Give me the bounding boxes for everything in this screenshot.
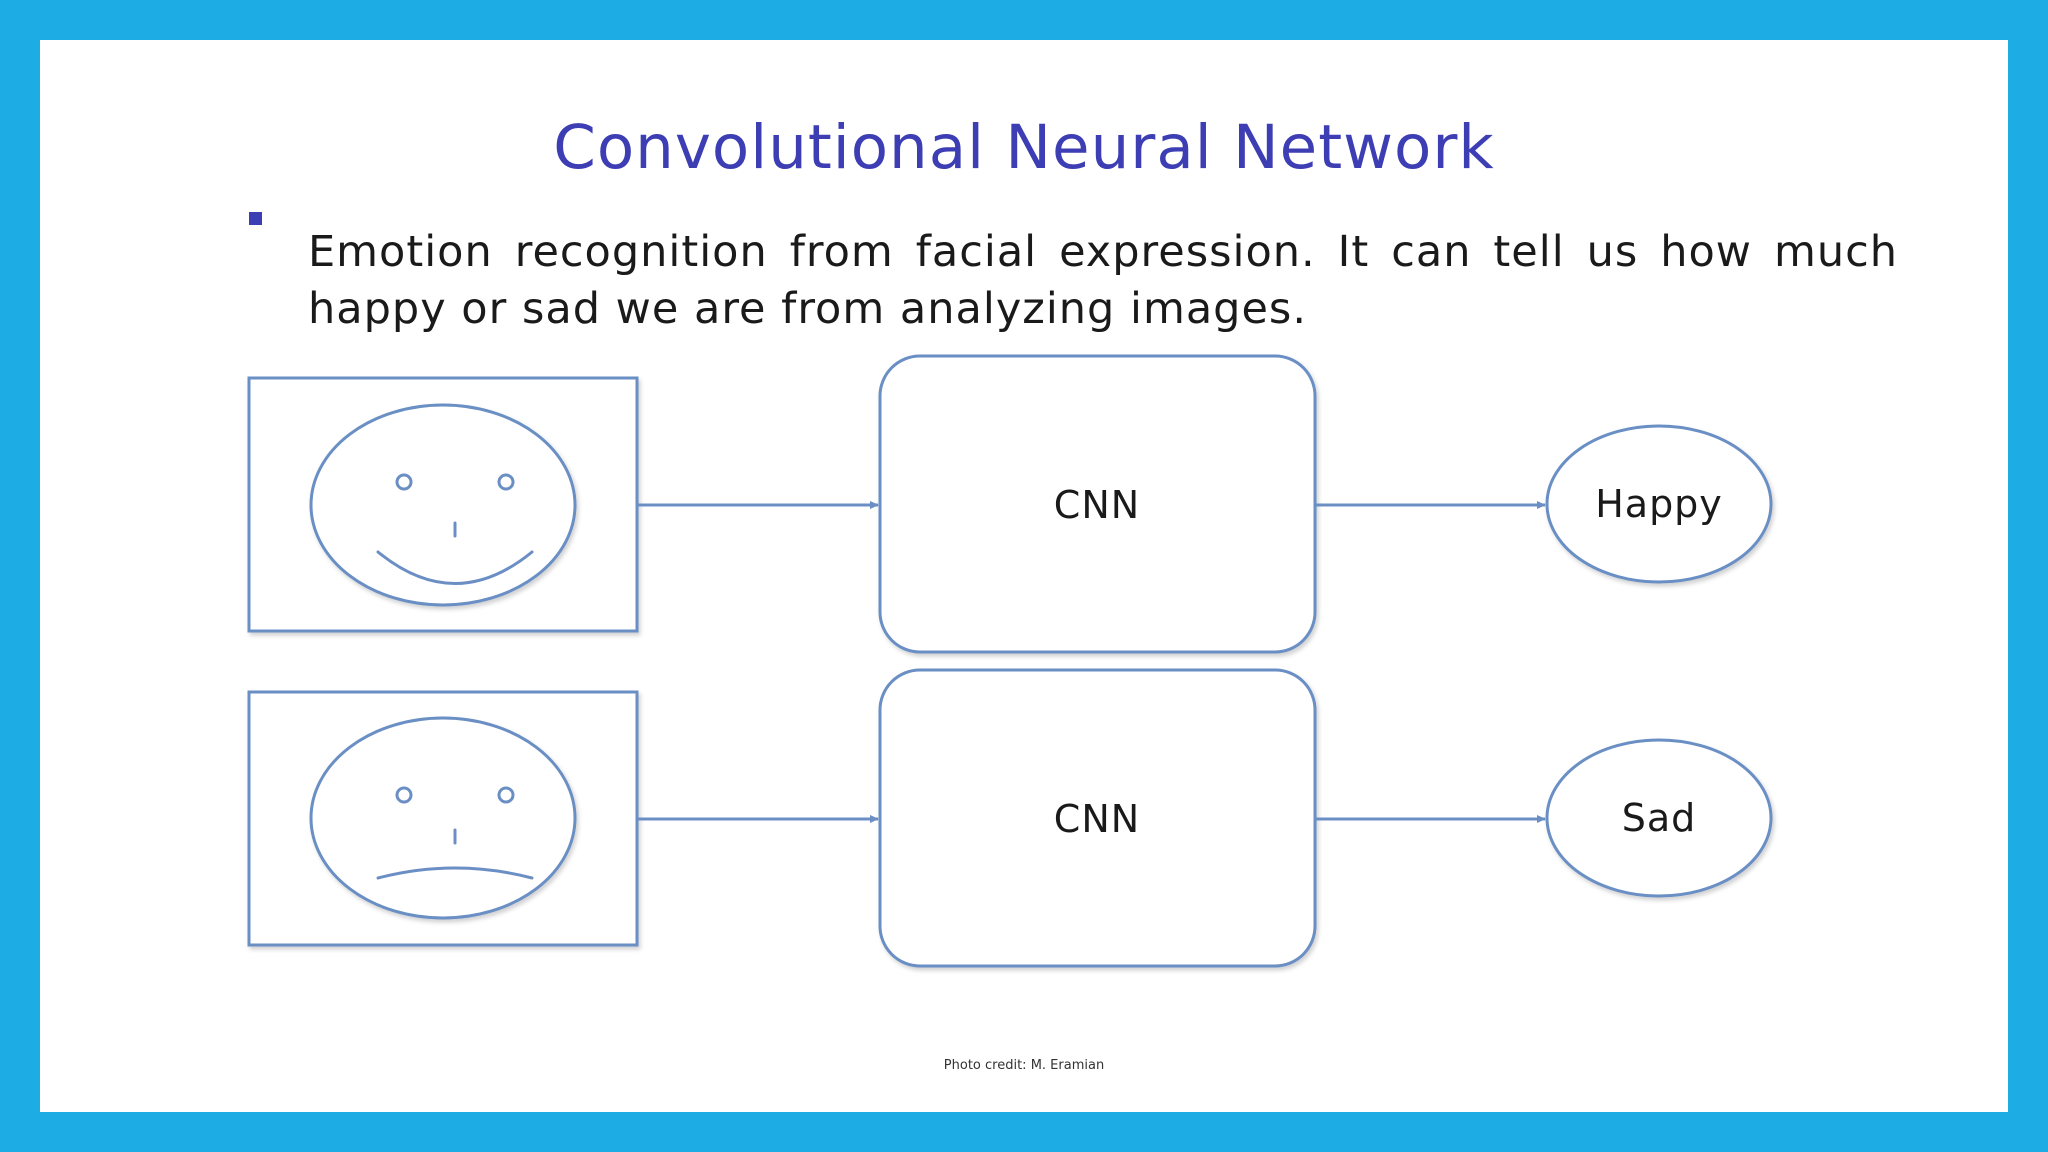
slide-title: Convolutional Neural Network xyxy=(553,112,1495,183)
sad-face-icon xyxy=(309,716,577,920)
output-node xyxy=(1545,424,1773,584)
output-label-happy: Happy xyxy=(1595,482,1723,526)
bullet-text: Emotion recognition from facial expressi… xyxy=(308,227,1898,334)
bullet-marker xyxy=(249,212,262,225)
happy-face-icon xyxy=(309,403,577,607)
slide: Convolutional Neural Network Emotion rec… xyxy=(40,40,2008,1112)
output-node xyxy=(1545,738,1773,898)
diagram-row-happy: CNN Happy xyxy=(247,354,1773,654)
cnn-diagram: CNN Happy CNN xyxy=(247,354,1773,968)
cnn-label: CNN xyxy=(1054,797,1140,841)
photo-credit: Photo credit: M. Eramian xyxy=(943,1058,1105,1073)
cnn-label: CNN xyxy=(1054,483,1140,527)
diagram-row-sad: CNN Sad xyxy=(247,668,1773,968)
output-label-sad: Sad xyxy=(1622,796,1697,840)
